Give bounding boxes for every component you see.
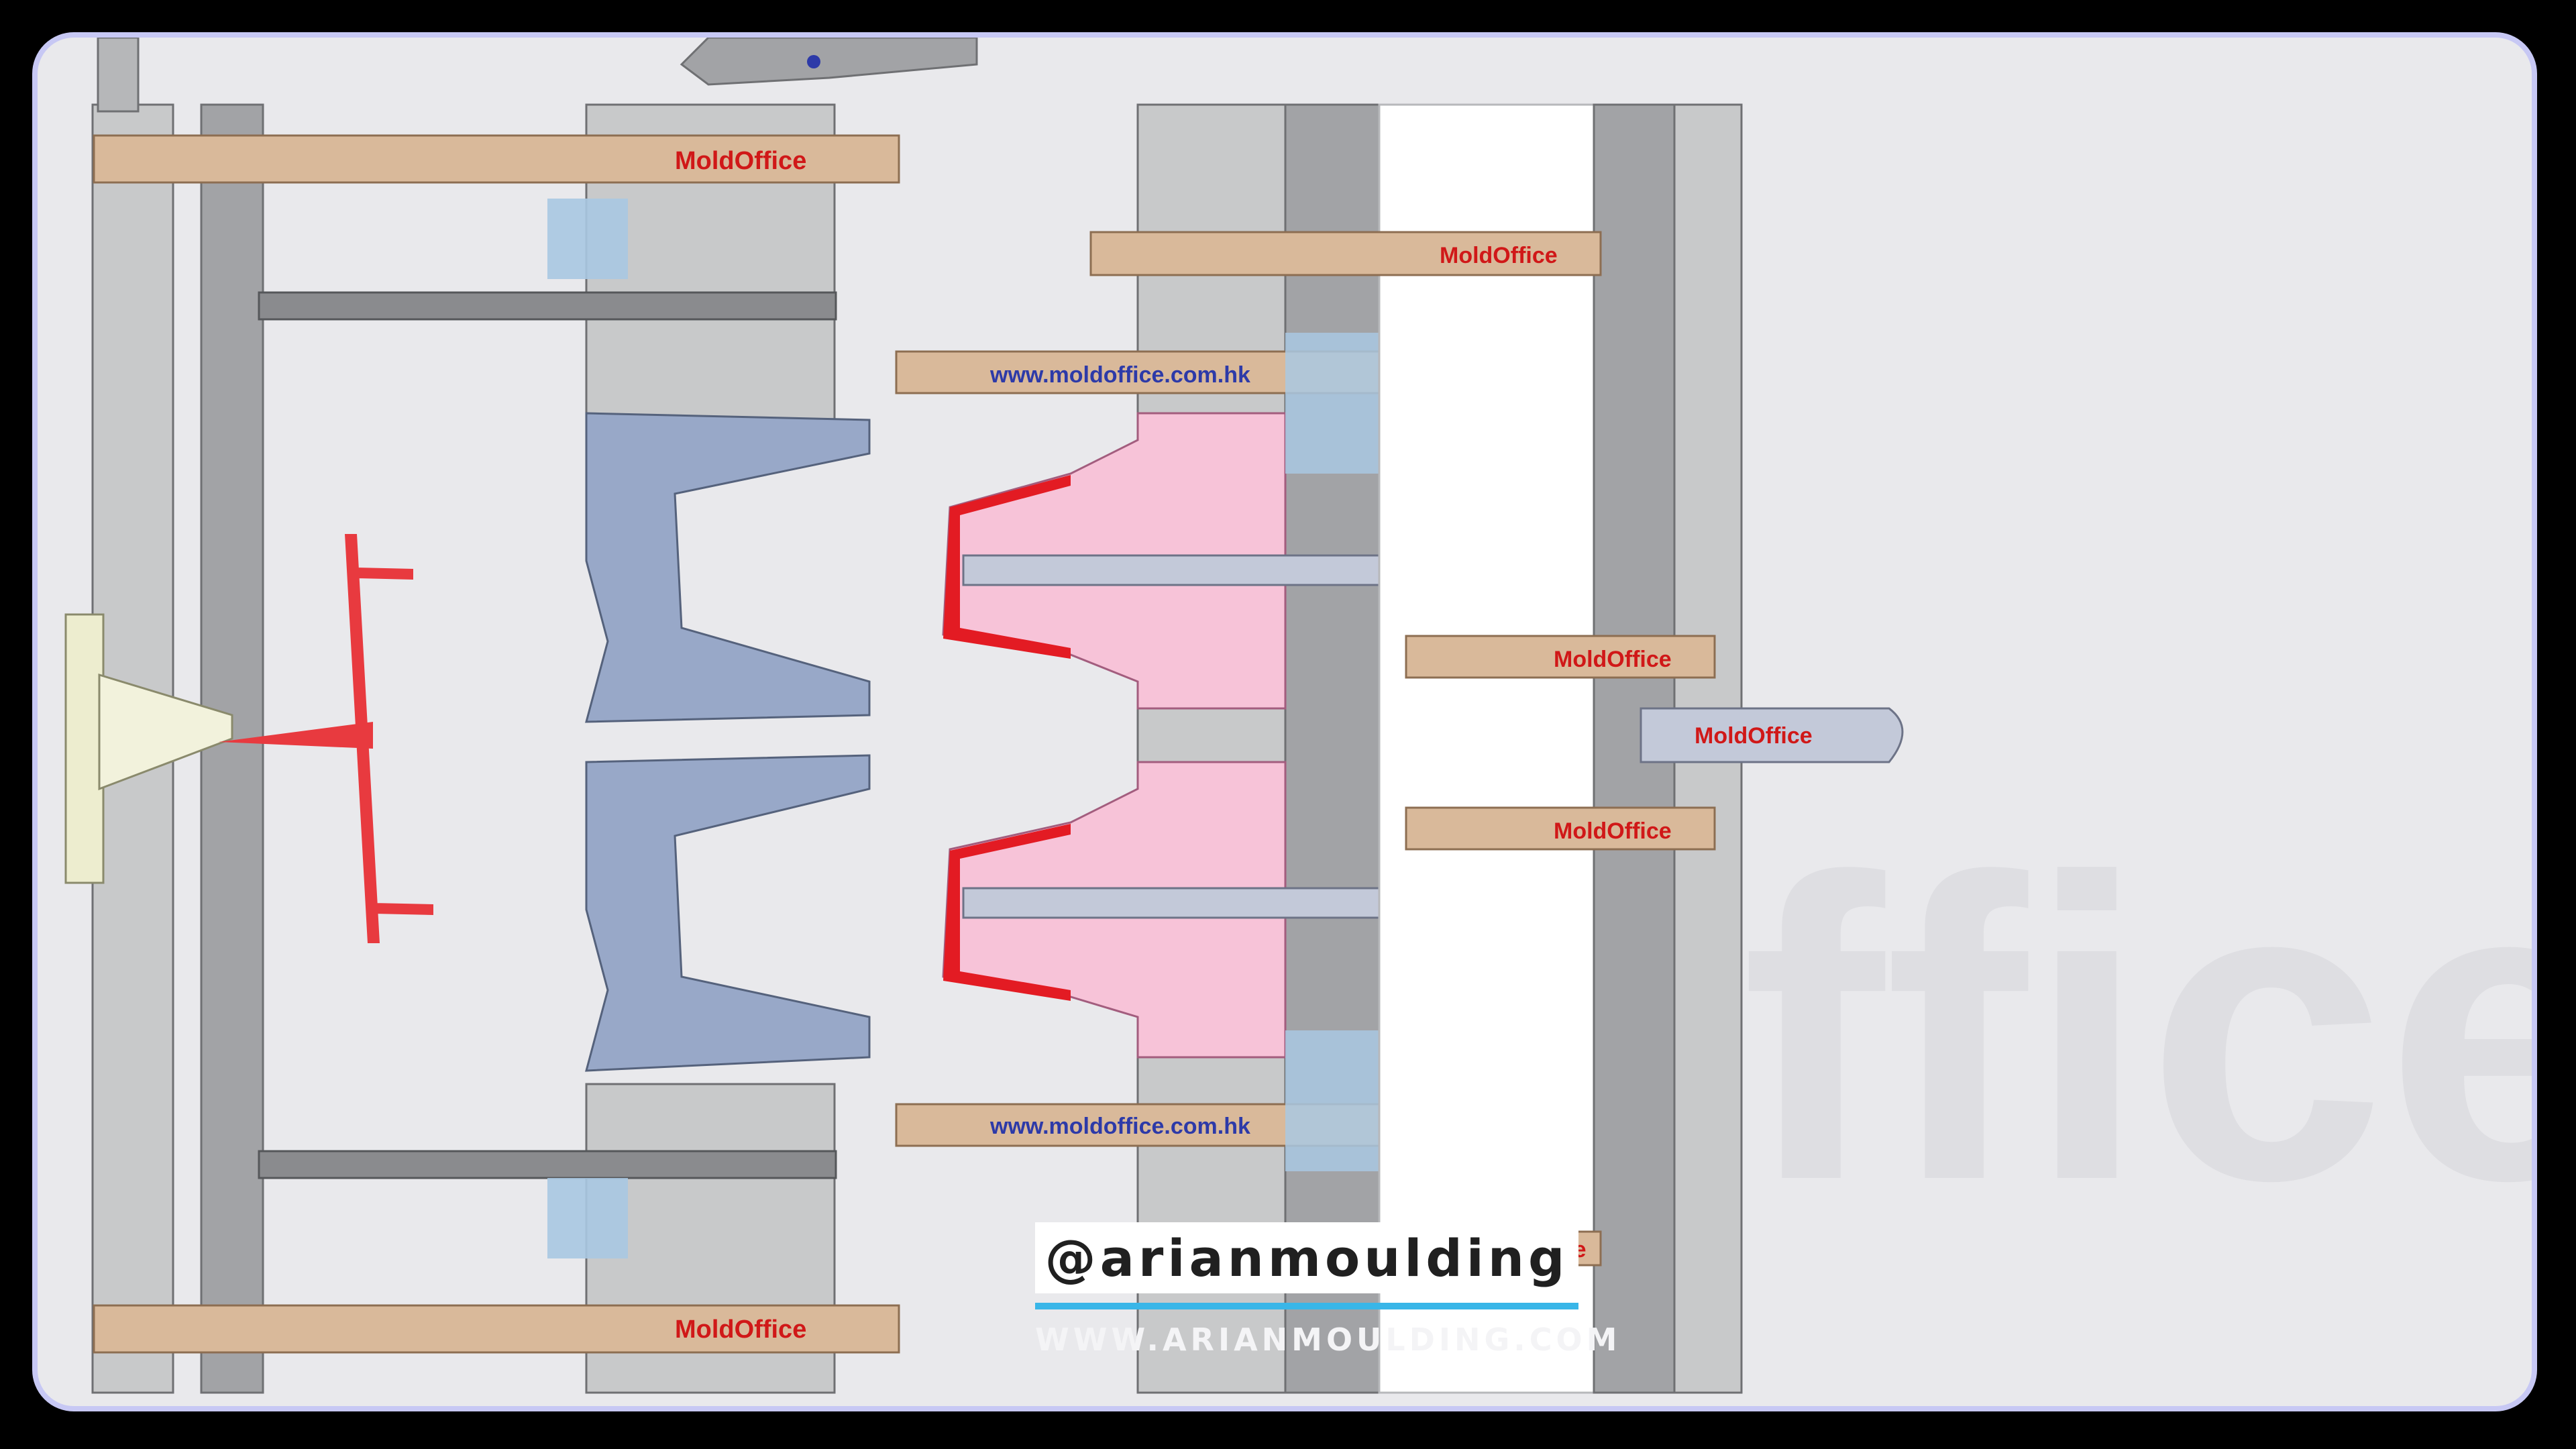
cavity-insert-lower	[585, 754, 871, 1072]
support-plate	[1284, 103, 1381, 1394]
latch-pin	[807, 55, 820, 68]
channel-handle-box: @arianmoulding	[1035, 1222, 1578, 1293]
runner-stripper-plate	[200, 103, 264, 1394]
guide-pin-bottom	[93, 1304, 900, 1354]
guide-pin-top	[93, 134, 900, 184]
a-plate-guide-bar-upper	[258, 291, 837, 321]
handle-underline	[1035, 1303, 1578, 1309]
molded-part-upper	[943, 475, 1071, 659]
spring-upper-left	[547, 199, 628, 279]
brand-label-right-lower: MoldOffice	[1554, 818, 1672, 844]
upper-guide-pin-right	[1089, 231, 1602, 276]
url-label-lower: www.moldoffice.com.hk	[989, 1114, 1250, 1139]
channel-handle: @arianmoulding	[1044, 1228, 1569, 1288]
background-watermark: ffice	[1741, 790, 2537, 1269]
url-label-upper: www.moldoffice.com.hk	[989, 362, 1250, 388]
ejected-runner	[219, 534, 433, 943]
brand-label-right-upper: MoldOffice	[1554, 647, 1672, 672]
ejector-bolt-upper	[1405, 635, 1716, 679]
cavity-insert-upper	[585, 412, 871, 723]
mold-cross-section-diagram: ffice MoldOffice MoldOffice	[64, 38, 2537, 1394]
website-label: WWW.ARIANMOULDING.COM	[1035, 1322, 1621, 1358]
ejector-bolt-lower	[1405, 806, 1716, 851]
ejector-retainer-plate	[1378, 103, 1595, 1394]
sprue-bushing	[98, 673, 233, 791]
brand-label-right-top: MoldOffice	[1440, 243, 1558, 268]
ejector-rod	[1640, 707, 1904, 763]
top-latch	[97, 38, 140, 113]
brand-label-bottom-left: MoldOffice	[675, 1316, 806, 1344]
locating-ring	[64, 613, 105, 884]
spring-lower-left	[547, 1178, 628, 1258]
b-plate	[1136, 103, 1287, 1394]
brand-label-top-left: MoldOffice	[675, 147, 806, 175]
a-plate-guide-bar-lower	[258, 1150, 837, 1179]
brand-label-ejector-rod: MoldOffice	[1695, 723, 1813, 749]
latch-lock-arm	[680, 38, 978, 86]
video-frame: ffice MoldOffice MoldOffice	[32, 32, 2537, 1411]
